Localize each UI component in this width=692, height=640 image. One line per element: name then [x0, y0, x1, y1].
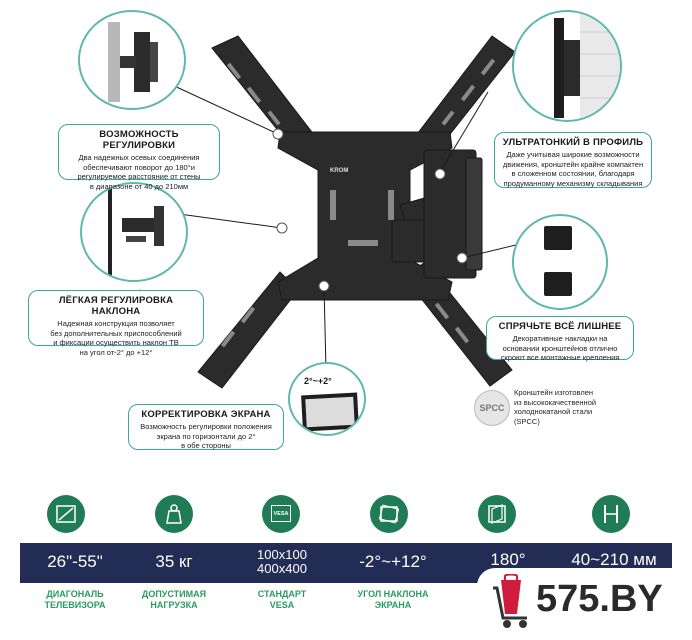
- material-note: Кронштейн изготовлен из высококачественн…: [514, 388, 634, 426]
- spec-value-vesa: 100x100 400x400: [232, 548, 332, 576]
- spec-label-line: ЭКРАНА: [374, 600, 412, 610]
- callout-line: регулируемое расстояние от стены: [77, 172, 201, 181]
- material-line: Кронштейн изготовлен: [514, 388, 594, 397]
- callout-line: Два надежных осевых соединения: [78, 153, 200, 162]
- diagonal-icon: [47, 495, 85, 533]
- callout-level: КОРРЕКТИРОВКА ЭКРАНА Возможность регулир…: [128, 404, 284, 450]
- spec-label-line: ДОПУСТИМАЯ: [141, 589, 207, 599]
- callout-line: экрана по горизонтали до 2°: [156, 431, 256, 441]
- spec-label-load: ДОПУСТИМАЯ НАГРУЗКА: [124, 589, 224, 611]
- callout-line: основании кронштейнов отлично: [502, 343, 618, 353]
- spec-value-swivel: 180°: [490, 550, 526, 569]
- detail-circle-covers: [512, 214, 608, 310]
- cart-logo-icon: [493, 574, 527, 628]
- spec-value-distance: 40~210 мм: [571, 550, 657, 569]
- spec-label-line: НАГРУЗКА: [150, 600, 198, 610]
- spec-label-line: VESA: [269, 600, 295, 610]
- spcc-badge: SPCC: [474, 390, 510, 426]
- swivel-icon: [478, 495, 516, 533]
- detail-circle-level: 2°~+2°: [288, 362, 366, 436]
- spec-label-diagonal: ДИАГОНАЛЬ ТЕЛЕВИЗОРА: [20, 589, 130, 611]
- spec-label-line: ДИАГОНАЛЬ: [46, 589, 104, 599]
- spec-value-diagonal: 26"-55": [47, 552, 103, 571]
- spec-label-vesa: СТАНДАРТ VESA: [232, 589, 332, 611]
- detail-circle-profile: [512, 10, 622, 122]
- callout-line: и фиксации осуществить наклон ТВ: [53, 338, 179, 347]
- callout-tilt: ЛЁГКАЯ РЕГУЛИРОВКА НАКЛОНА Надежная конс…: [28, 290, 204, 357]
- callout-slim-title: УЛЬТРАТОНКИЙ В ПРОФИЛЬ: [502, 137, 644, 148]
- spec-icon-row: VESA: [0, 495, 692, 545]
- callout-covers-title: СПРЯЧЬТЕ ВСЁ ЛИШНЕЕ: [498, 321, 622, 332]
- vesa-icon-label: VESA: [273, 510, 289, 517]
- brand-badge: [477, 568, 692, 640]
- detail-circle-tilt: [80, 182, 188, 282]
- callout-line: продуманному механизму складывания: [503, 178, 643, 188]
- weight-icon: [155, 495, 193, 533]
- callout-adjustment: ВОЗМОЖНОСТЬ РЕГУЛИРОВКИ Два надежных осе…: [58, 124, 220, 191]
- material-line: (SPCC): [514, 416, 540, 426]
- callout-level-title: КОРРЕКТИРОВКА ЭКРАНА: [141, 409, 271, 420]
- spec-label-line: УГОЛ НАКЛОНА: [357, 589, 429, 599]
- spec-label-line: СТАНДАРТ: [257, 589, 307, 599]
- callout-line: Декоративные накладки на: [512, 334, 608, 343]
- vesa-icon: VESA: [262, 495, 300, 533]
- callout-line: Возможность регулировки положения: [140, 422, 272, 431]
- callout-line: обеспечивают поворот до 180°и: [83, 162, 195, 172]
- callout-slim: УЛЬТРАТОНКИЙ В ПРОФИЛЬ Даже учитывая шир…: [494, 132, 652, 188]
- spec-value-tilt: -2°~+12°: [359, 552, 427, 571]
- wall-distance-icon: [592, 495, 630, 533]
- tilt-angle-icon: [370, 495, 408, 533]
- spec-value-load: 35 кг: [155, 552, 193, 571]
- callout-line: Надежная конструкция позволяет: [57, 319, 175, 328]
- material-line: холоднокатаной стали: [514, 407, 593, 416]
- callout-tilt-title: ЛЁГКАЯ РЕГУЛИРОВКА НАКЛОНА: [58, 295, 174, 317]
- spec-value-vesa-line: 400x400: [257, 561, 307, 576]
- level-range-badge: 2°~+2°: [304, 376, 332, 386]
- callout-line: без дополнительных приспособлений: [50, 328, 182, 338]
- callout-covers: СПРЯЧЬТЕ ВСЁ ЛИШНЕЕ Декоративные накладк…: [486, 316, 634, 362]
- detail-circle-hinge: [78, 10, 186, 110]
- spcc-badge-label: SPCC: [479, 403, 505, 413]
- callout-line: в обе стороны: [181, 441, 231, 450]
- callout-adjustment-title: ВОЗМОЖНОСТЬ РЕГУЛИРОВКИ: [99, 129, 179, 151]
- bracket-logo: KROM: [330, 168, 349, 174]
- spec-label-tilt: УГОЛ НАКЛОНА ЭКРАНА: [338, 589, 448, 611]
- callout-line: на угол от-2° до +12°: [79, 347, 153, 357]
- callout-line: в сложенном состоянии, благодаря: [511, 169, 635, 178]
- callout-line: скроют все монтажные крепления: [500, 353, 620, 362]
- brand-name: 575.BY: [536, 578, 663, 620]
- spec-label-line: ТЕЛЕВИЗОРА: [44, 600, 106, 610]
- callout-line: движения, кронштейн крайне компактен: [502, 159, 644, 169]
- callout-line: в диапазоне от 40 до 210мм: [89, 181, 189, 191]
- material-line: из высококачественной: [514, 397, 597, 407]
- callout-line: Даже учитывая широкие возможности: [506, 150, 640, 159]
- spec-value-vesa-line: 100x100: [257, 547, 307, 562]
